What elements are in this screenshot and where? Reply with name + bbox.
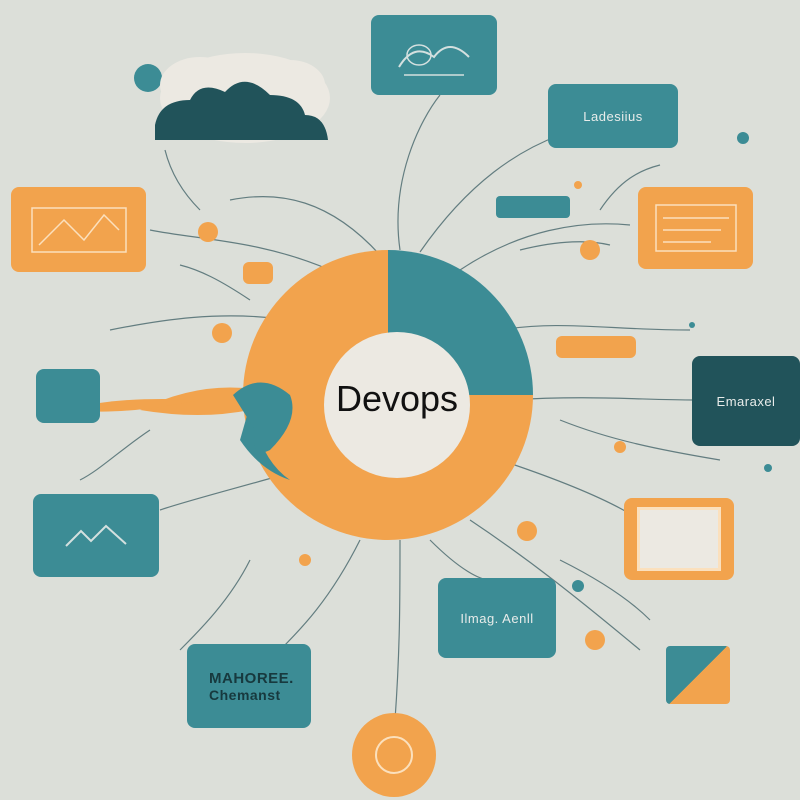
sketch-illustration-icon [398,44,470,76]
center-title: Devops [335,378,459,419]
sketch-illustration-icon [65,524,127,547]
card-label: Ilmag. Aenll [460,610,534,626]
image-placeholder [637,507,721,571]
card-top-right-upper: Ladesiius [548,84,678,148]
card-small-orange-right [556,336,636,358]
card-right-middle: Emaraxel [692,356,800,446]
cloud-icon [155,53,330,143]
central-hub [75,250,533,540]
card-label-line2: Chemanst [209,686,281,703]
card-label: Emaraxel [716,393,776,409]
sketch-illustration-icon [654,204,737,252]
card-bottom-center: Ilmag. Aenll [438,578,556,658]
card-top-center [371,15,497,95]
card-split-square [666,646,730,704]
card-right-lower [624,498,734,580]
card-small-top [496,196,570,218]
bottom-orange-circle [352,713,436,797]
card-left-upper [11,187,146,272]
card-small-orange [243,262,273,284]
card-left-lower [33,494,159,577]
sketch-illustration-icon [30,206,127,253]
card-label-line1: MAHOREE. [209,669,294,687]
card-right-upper [638,187,753,269]
card-left-middle [36,369,100,423]
decorative-dots [134,64,772,650]
card-label: Ladesiius [583,108,643,124]
card-bottom-left: MAHOREE. Chemanst [187,644,311,728]
